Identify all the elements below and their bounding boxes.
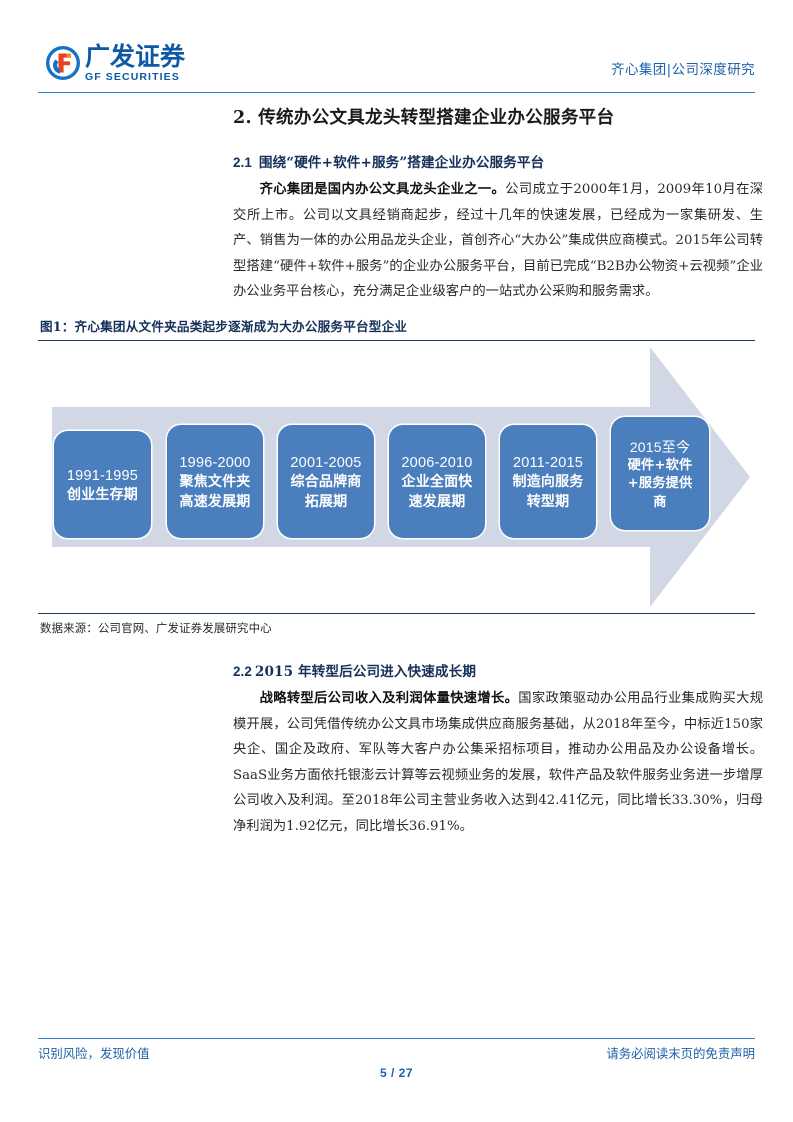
section-21-body: 公司成立于2000年1月，2009年10月在深交所上市。公司以文具经销商起步，经… — [233, 182, 764, 299]
footer-divider — [38, 1038, 755, 1039]
section-21-paragraph: 齐心集团是国内办公文具龙头企业之一。公司成立于2000年1月，2009年10月在… — [233, 177, 763, 305]
stage-6-label-line2: +服务提供 — [627, 476, 693, 492]
stage-3-years: 2001-2005 — [290, 455, 362, 471]
figure-1: 图1：齐心集团从文件夹品类起步逐渐成为大办公服务平台型企业 1991-1995 … — [38, 316, 755, 636]
section-22-lead: 战略转型后公司收入及利润体量快速增长。 — [259, 691, 519, 706]
logo-company-name-en: GF SECURITIES — [85, 70, 180, 83]
stage-2-label-line2: 高速发展期 — [179, 493, 251, 510]
page-footer: 识别风险，发现价值 请务必阅读末页的免责声明 5 / 27 — [38, 1044, 755, 1084]
logo-company-name-cn: 广发证券 — [85, 42, 186, 71]
section-22-number: 2.2 — [233, 664, 252, 679]
gf-logo-icon — [45, 45, 81, 81]
timeline-stage-6[interactable]: 2015至今 硬件+软件 +服务提供 商 — [611, 417, 709, 530]
section-21-lead: 齐心集团是国内办公文具龙头企业之一。 — [259, 182, 506, 197]
section-21-title: 2.1 围绕“硬件+软件+服务”搭建企业办公服务平台 — [233, 151, 763, 171]
timeline-stage-5[interactable]: 2011-2015 制造向服务 转型期 — [500, 425, 596, 538]
timeline-stage-2[interactable]: 1996-2000 聚焦文件夹 高速发展期 — [167, 425, 263, 538]
stage-4-years: 2006-2010 — [401, 455, 473, 471]
figure-source: 数据来源：公司官网、广发证券发展研究中心 — [40, 621, 272, 635]
stage-1-years: 1991-1995 — [66, 467, 139, 484]
stage-6-label-line1: 硬件+软件 — [627, 457, 693, 473]
footer-slogan: 识别风险，发现价值 — [38, 1046, 150, 1061]
figure-caption: 图1：齐心集团从文件夹品类起步逐渐成为大办公服务平台型企业 — [40, 319, 408, 334]
figure-bottom-rule — [38, 613, 755, 614]
timeline-stage-3[interactable]: 2001-2005 综合品牌商 拓展期 — [278, 425, 374, 538]
stage-6-years: 2015至今 — [629, 438, 691, 455]
stage-1-label: 创业生存期 — [67, 486, 138, 503]
figure-canvas: 1991-1995 创业生存期 1996-2000 聚焦文件夹 高速发展期 20… — [38, 341, 755, 613]
stage-2-label-line1: 聚焦文件夹 — [179, 474, 251, 490]
page-number: 5 / 27 — [379, 1066, 414, 1080]
section-22-body: 国家政策驱动办公用品行业集成购买大规模开展，公司凭借传统办公文具市场集成供应商服… — [233, 691, 764, 834]
stage-3-label-line1: 综合品牌商 — [290, 474, 362, 490]
chapter-title: 2. 传统办公文具龙头转型搭建企业办公服务平台 — [233, 108, 615, 128]
stage-4-label-line2: 速发展期 — [408, 493, 466, 510]
section-21-title-text: 围绕“硬件+软件+服务”搭建企业办公服务平台 — [258, 155, 545, 171]
document-content: 2. 传统办公文具龙头转型搭建企业办公服务平台 2.1 围绕“硬件+软件+服务”搭… — [233, 104, 763, 305]
stage-6-label-line3: 商 — [653, 494, 667, 510]
stage-5-label-line1: 制造向服务 — [512, 474, 584, 490]
section-21-number: 2.1 — [233, 155, 252, 170]
timeline-stage-row: 1991-1995 创业生存期 1996-2000 聚焦文件夹 高速发展期 20… — [38, 417, 755, 539]
figure-top-rule — [38, 340, 755, 341]
timeline-stage-4[interactable]: 2006-2010 企业全面快 速发展期 — [389, 425, 485, 538]
timeline-stage-1[interactable]: 1991-1995 创业生存期 — [54, 431, 151, 538]
stage-5-label-line2: 转型期 — [526, 493, 570, 510]
stage-5-years: 2011-2015 — [512, 455, 584, 471]
header-divider — [38, 92, 755, 93]
stage-2-years: 1996-2000 — [179, 455, 251, 471]
stage-3-label-line2: 拓展期 — [304, 493, 348, 510]
header-breadcrumb: 齐心集团|公司深度研究 — [611, 62, 755, 78]
section-22-paragraph: 战略转型后公司收入及利润体量快速增长。国家政策驱动办公用品行业集成购买大规模开展… — [233, 686, 763, 839]
footer-disclaimer: 请务必阅读末页的免责声明 — [606, 1046, 755, 1061]
stage-4-label-line1: 企业全面快 — [401, 474, 473, 490]
section-22-title-text: 2015 年转型后公司进入快速成长期 — [254, 664, 477, 680]
brand-logo: 广发证券 GF SECURITIES — [45, 42, 186, 83]
page-header: 广发证券 GF SECURITIES 齐心集团|公司深度研究 — [38, 44, 755, 90]
